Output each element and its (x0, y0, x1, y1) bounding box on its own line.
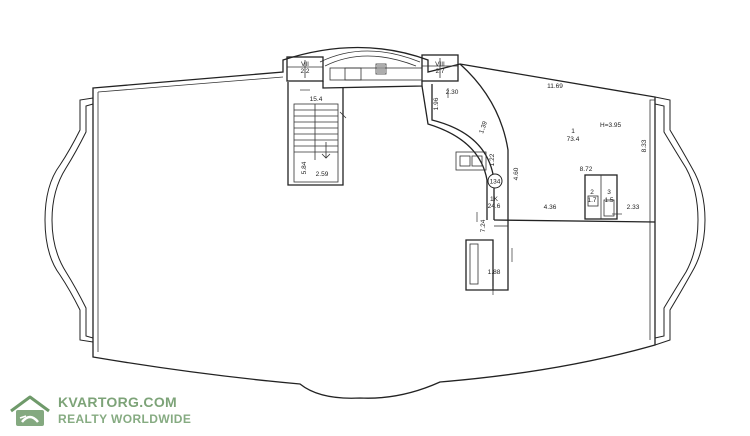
circle-label: 134 (490, 179, 501, 186)
dim-4-60: 4.60 (513, 167, 520, 180)
dim-8-72: 8.72 (580, 166, 593, 173)
dim-4-36: 4.36 (544, 204, 557, 211)
label-main-height: H=3.95 (600, 122, 622, 129)
watermark: KVARTORG.COM REALTY WORLDWIDE (6, 392, 196, 432)
label-viii: VIII (435, 61, 445, 68)
label-stair-area: 15.4 (310, 96, 323, 103)
stair-hall (287, 82, 347, 186)
house-icon (10, 395, 50, 426)
dim-2-33: 2.33 (627, 204, 640, 211)
corridor (322, 63, 423, 89)
door-marks (300, 88, 622, 295)
dim-11-69: 11.69 (547, 83, 563, 90)
bathroom (584, 174, 618, 220)
dim-2-30: 2.30 (446, 89, 459, 96)
label-main-area: 73.4 (567, 136, 580, 143)
circle-marker (487, 173, 503, 189)
label-kitchen-marker: 1K (490, 196, 499, 203)
label-viii-area: 2.7 (435, 68, 444, 75)
dim-5-84: 5.84 (301, 161, 308, 174)
label-bath-2: 2 (590, 189, 594, 196)
label-bath-3-area: 1.5 (604, 197, 613, 204)
dim-1-39: 1.39 (478, 120, 489, 135)
dim-1-96: 1.96 (433, 97, 440, 110)
label-main-marker: 1 (571, 128, 575, 135)
dim-1-22: 1.22 (489, 153, 496, 166)
dim-7-24: 7.24 (480, 219, 487, 232)
label-vii-area: 2.2 (300, 68, 309, 75)
dim-2-59: 2.59 (316, 171, 329, 178)
label-kitchen-area: 24.6 (488, 203, 501, 210)
label-vii: VII (301, 61, 309, 68)
dim-8-33: 8.33 (641, 139, 648, 152)
label-bath-3: 3 (607, 189, 611, 196)
dim-1-88: 1.88 (488, 269, 501, 276)
watermark-brand: KVARTORG.COM (58, 394, 177, 410)
label-bath-2-area: 1.7 (587, 197, 596, 204)
watermark-tagline: REALTY WORLDWIDE (58, 412, 192, 426)
outer-walls (44, 46, 706, 399)
room-vii (286, 56, 324, 82)
